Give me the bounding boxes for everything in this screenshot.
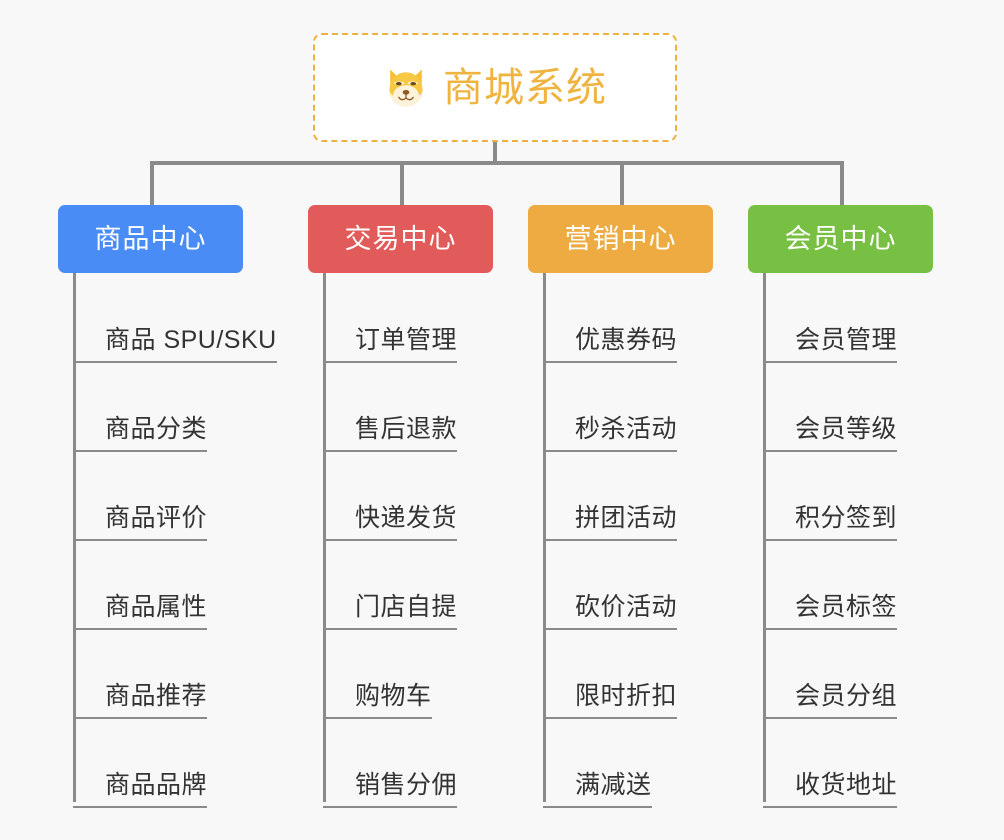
root-title: 商城系统	[443, 65, 607, 110]
leaf-item-3-2[interactable]: 秒杀活动	[543, 362, 678, 452]
connector-horizontal-bus	[150, 161, 842, 165]
leaf-label: 商品 SPU/SKU	[105, 326, 277, 355]
leaf-label: 会员管理	[795, 326, 898, 355]
leaf-item-2-5[interactable]: 购物车	[323, 629, 432, 719]
category-label-4: 会员中心	[784, 223, 897, 254]
category-box-2[interactable]: 交易中心	[308, 205, 493, 273]
leaf-item-3-5[interactable]: 限时折扣	[543, 629, 678, 719]
connector-drop-4	[840, 161, 844, 207]
root-node[interactable]: 商城系统	[313, 33, 677, 142]
leaf-item-1-3[interactable]: 商品评价	[73, 451, 208, 541]
leaf-item-2-3[interactable]: 快递发货	[323, 451, 458, 541]
leaf-item-4-1[interactable]: 会员管理	[763, 273, 898, 363]
leaf-label: 会员分组	[795, 682, 898, 711]
leaf-item-4-4[interactable]: 会员标签	[763, 540, 898, 630]
leaf-item-1-6[interactable]: 商品品牌	[73, 718, 208, 808]
leaf-item-3-4[interactable]: 砍价活动	[543, 540, 678, 630]
leaf-item-1-1[interactable]: 商品 SPU/SKU	[73, 273, 277, 363]
leaf-label: 商品推荐	[105, 682, 208, 711]
leaf-label: 砍价活动	[575, 593, 678, 622]
leaf-label: 订单管理	[355, 326, 458, 355]
leaf-label: 商品品牌	[105, 771, 208, 800]
leaf-label: 商品属性	[105, 593, 208, 622]
leaf-item-4-5[interactable]: 会员分组	[763, 629, 898, 719]
leaf-label: 商品评价	[105, 504, 208, 533]
leaf-label: 购物车	[355, 682, 432, 711]
leaf-item-4-2[interactable]: 会员等级	[763, 362, 898, 452]
leaf-label: 门店自提	[355, 593, 458, 622]
category-box-4[interactable]: 会员中心	[748, 205, 933, 273]
leaf-spine-4	[763, 273, 766, 802]
leaf-item-2-2[interactable]: 售后退款	[323, 362, 458, 452]
leaf-label: 商品分类	[105, 415, 208, 444]
leaf-spine-3	[543, 273, 546, 802]
leaf-item-3-3[interactable]: 拼团活动	[543, 451, 678, 541]
leaf-item-4-3[interactable]: 积分签到	[763, 451, 898, 541]
leaf-item-4-6[interactable]: 收货地址	[763, 718, 898, 808]
leaf-spine-2	[323, 273, 326, 802]
leaf-label: 限时折扣	[575, 682, 678, 711]
leaf-item-2-1[interactable]: 订单管理	[323, 273, 458, 363]
leaf-label: 快递发货	[355, 504, 458, 533]
connector-drop-1	[150, 161, 154, 207]
category-label-2: 交易中心	[344, 223, 457, 254]
leaf-item-1-5[interactable]: 商品推荐	[73, 629, 208, 719]
leaf-label: 销售分佣	[355, 771, 458, 800]
leaf-spine-1	[73, 273, 76, 802]
leaf-item-2-4[interactable]: 门店自提	[323, 540, 458, 630]
leaf-label: 优惠券码	[575, 326, 678, 355]
leaf-label: 收货地址	[795, 771, 898, 800]
leaf-item-3-1[interactable]: 优惠券码	[543, 273, 678, 363]
leaf-label: 秒杀活动	[575, 415, 678, 444]
category-box-1[interactable]: 商品中心	[58, 205, 243, 273]
category-label-3: 营销中心	[564, 223, 677, 254]
leaf-label: 售后退款	[355, 415, 458, 444]
connector-root-stem	[493, 142, 497, 165]
leaf-label: 会员等级	[795, 415, 898, 444]
shiba-dog-face-icon	[389, 68, 423, 107]
leaf-label: 积分签到	[795, 504, 898, 533]
category-label-1: 商品中心	[94, 223, 207, 254]
leaf-item-2-6[interactable]: 销售分佣	[323, 718, 458, 808]
leaf-item-1-4[interactable]: 商品属性	[73, 540, 208, 630]
leaf-label: 会员标签	[795, 593, 898, 622]
leaf-label: 拼团活动	[575, 504, 678, 533]
connector-drop-2	[400, 161, 404, 207]
leaf-item-1-2[interactable]: 商品分类	[73, 362, 208, 452]
leaf-item-3-6[interactable]: 满减送	[543, 718, 652, 808]
connector-drop-3	[620, 161, 624, 207]
category-box-3[interactable]: 营销中心	[528, 205, 713, 273]
leaf-label: 满减送	[575, 771, 652, 800]
